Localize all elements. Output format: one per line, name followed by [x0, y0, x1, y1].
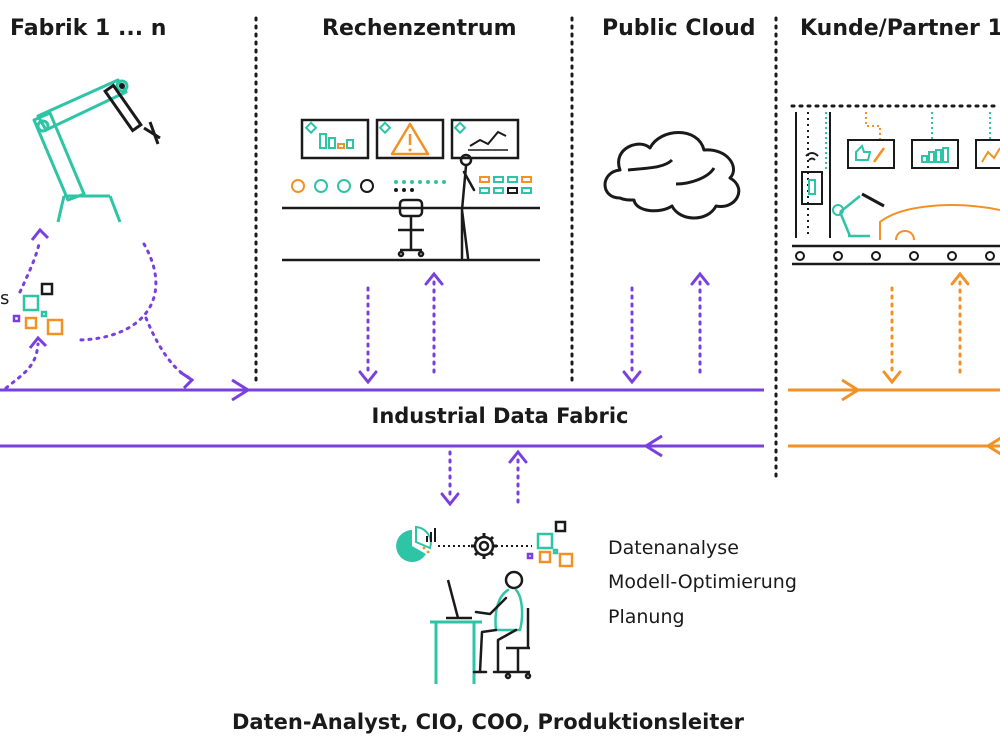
data-squares-small-icon [526, 520, 574, 568]
roles-title: Daten-Analyst, CIO, COO, Produktionsleit… [232, 710, 744, 734]
robot-joint-icon [119, 83, 125, 89]
data-squares-icon [12, 282, 64, 336]
laptop-icon [446, 579, 472, 620]
column-dividers [254, 16, 778, 478]
office-chair-icon [504, 608, 532, 680]
column-title-kunde-partner: Kunde/Partner 1 [800, 16, 1000, 41]
cloud-icon [603, 131, 741, 220]
control-dials-icon [291, 179, 374, 193]
vertical-flows-purple [358, 271, 710, 507]
monitor-warning-icon [375, 118, 445, 160]
standing-person-icon [459, 153, 476, 260]
fabric-line-bottom [0, 434, 764, 458]
task-item-modell-optimierung: Modell-Optimierung [608, 571, 797, 593]
fragment-label: s [0, 288, 10, 309]
factory-loop-flow [4, 238, 192, 390]
column-title-rechenzentrum: Rechenzentrum [322, 16, 517, 41]
column-title-fabrik: Fabrik 1 ... n [10, 16, 167, 41]
column-title-public-cloud: Public Cloud [602, 16, 756, 41]
control-desk-icon [282, 206, 540, 262]
task-item-datenanalyse: Datenanalyse [608, 537, 739, 559]
partner-line-bottom [788, 436, 1000, 456]
fabric-title: Industrial Data Fabric [371, 404, 629, 428]
control-switches-icon [479, 176, 532, 194]
desk-icon [430, 620, 482, 684]
gear-icon [471, 533, 497, 559]
pie-chart-icon [396, 525, 436, 562]
partner-factory-icon [790, 104, 1000, 266]
cloud-inner-icon [627, 158, 716, 186]
monitor-line-chart-icon [450, 118, 520, 160]
monitor-bar-chart-icon [300, 118, 370, 160]
robot-gripper-icon [103, 83, 161, 145]
partner-line-top [788, 378, 1000, 402]
chair-icon [397, 198, 425, 258]
vertical-flows-orange [882, 271, 970, 385]
robot-arm-icon [32, 78, 129, 223]
task-item-planung: Planung [608, 606, 685, 628]
factory-loop-arrowheads [28, 227, 195, 390]
seated-analyst-icon [472, 570, 524, 674]
fabric-line-top [0, 378, 764, 402]
control-leds-icon [394, 180, 446, 192]
